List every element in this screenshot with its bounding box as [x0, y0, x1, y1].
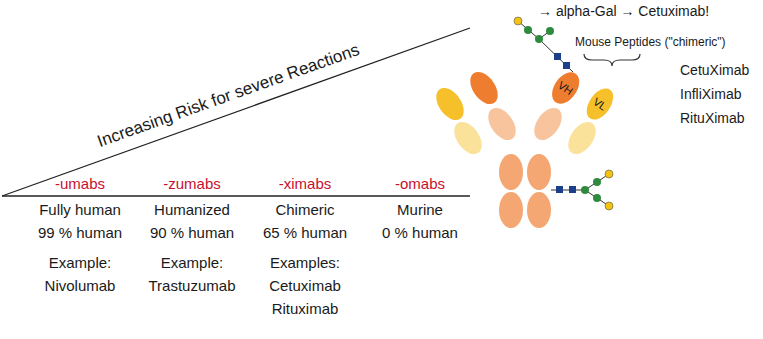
glycan-chain — [518, 21, 573, 72]
ch1-domain — [483, 103, 522, 145]
glycan-square — [563, 62, 570, 69]
suffix-label: -ximabs — [279, 175, 332, 192]
annotation: → alpha-Gal → Cetuximab! — [538, 3, 709, 19]
glycan-circle — [605, 170, 613, 178]
drug-name: Cetuximab — [269, 277, 341, 294]
glycan-circle — [593, 178, 601, 186]
drug-name: CetuXimab — [680, 62, 749, 78]
domain-shape — [581, 84, 618, 125]
glycan-chain — [585, 190, 609, 206]
domain-ellipse: VL — [581, 83, 620, 125]
curly-brace — [584, 54, 640, 66]
suffix-label: -umabs — [55, 175, 105, 192]
vl-domain — [431, 83, 470, 125]
glycan-circle — [514, 17, 522, 25]
suffix-label: -omabs — [395, 175, 445, 192]
drug-name: InfliXimab — [680, 86, 741, 102]
cl-domain — [563, 117, 602, 159]
risk-baseline — [2, 195, 470, 196]
domain-ellipse: VH — [546, 67, 586, 110]
fc-domain — [499, 154, 523, 190]
example-heading: Example: — [161, 254, 224, 271]
fc-domain — [499, 192, 523, 228]
ch1-domain — [529, 103, 568, 145]
example-heading: Example: — [49, 254, 112, 271]
suffix-label: -zumabs — [163, 175, 221, 192]
percent-label: 90 % human — [150, 224, 234, 241]
cl-domain — [449, 117, 488, 159]
domain-shape — [547, 67, 585, 108]
category-label: Humanized — [154, 201, 230, 218]
drug-name: Rituximab — [272, 300, 339, 317]
glycan-circle — [524, 26, 532, 34]
glycan-square — [554, 53, 561, 60]
glycan-square — [569, 186, 576, 193]
percent-label: 99 % human — [38, 224, 122, 241]
fc-domain — [527, 154, 551, 190]
category-label: Murine — [397, 201, 443, 218]
glycan-circle — [535, 35, 543, 43]
example-heading: Examples: — [270, 254, 340, 271]
glycan-circle — [546, 27, 554, 35]
drug-name: RituXimab — [680, 110, 745, 126]
glycan-circle — [593, 194, 601, 202]
fc-domain — [527, 192, 551, 228]
vh-domain — [465, 67, 504, 109]
drug-name: Trastuzumab — [149, 277, 236, 294]
axis-label: Increasing Risk for severe Reactions — [94, 40, 361, 151]
percent-label: 65 % human — [263, 224, 347, 241]
annotation: Mouse Peptides ("chimeric") — [575, 36, 726, 50]
glycan-circle — [581, 186, 589, 194]
risk-wedge-line — [2, 28, 470, 196]
category-label: Chimeric — [275, 201, 334, 218]
category-label: Fully human — [39, 201, 121, 218]
glycan-square — [556, 186, 563, 193]
drug-name: Nivolumab — [45, 277, 116, 294]
percent-label: 0 % human — [382, 224, 458, 241]
glycan-circle — [605, 202, 613, 210]
